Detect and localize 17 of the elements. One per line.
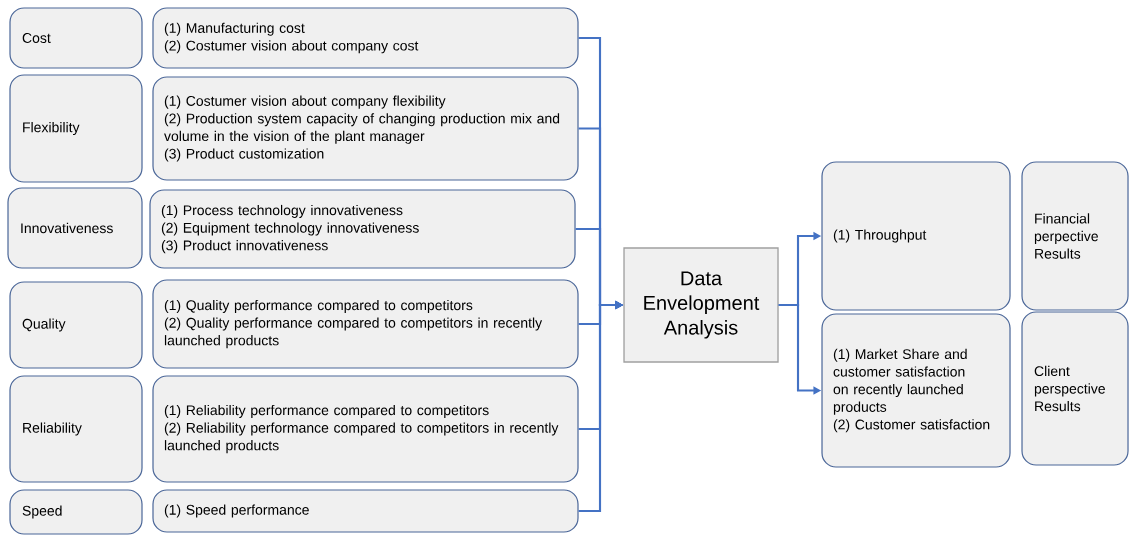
category-box: Cost	[9, 7, 143, 69]
category-box: Financial perpective Results	[1021, 161, 1129, 311]
criteria-box: (1) Market Share and customer satisfaction on recently launched products (2) Customer satisfaction	[821, 313, 1011, 468]
criteria-box: (1) Quality performance compared to competitors (2) Quality performance compared to competitors in recently launched products	[152, 279, 579, 369]
criteria-box: (1) Reliability performance compared to competitors (2) Reliability performance compared to competitors in recently launched products	[152, 375, 579, 483]
category-box: Quality	[9, 281, 143, 369]
category-box: Innovativeness	[7, 187, 143, 269]
criteria-box: (1) Throughput	[821, 161, 1011, 311]
process-box: Data Envelopment Analysis	[623, 247, 779, 363]
category-box: Speed	[9, 489, 143, 535]
criteria-box: (1) Manufacturing cost (2) Costumer vision about company cost	[152, 7, 579, 69]
criteria-box: (1) Process technology innovativeness (2) Equipment technology innovativeness (3) Product innovativeness	[149, 189, 576, 269]
criteria-box: (1) Costumer vision about company flexibility (2) Production system capacity of changing production mix and volume in the vision of the plant manager (3) Product customization	[152, 76, 579, 181]
criteria-box: (1) Speed performance	[152, 489, 579, 533]
category-box: Client perspective Results	[1021, 311, 1129, 466]
category-box: Flexibility	[9, 74, 143, 183]
category-box: Reliability	[9, 375, 143, 483]
